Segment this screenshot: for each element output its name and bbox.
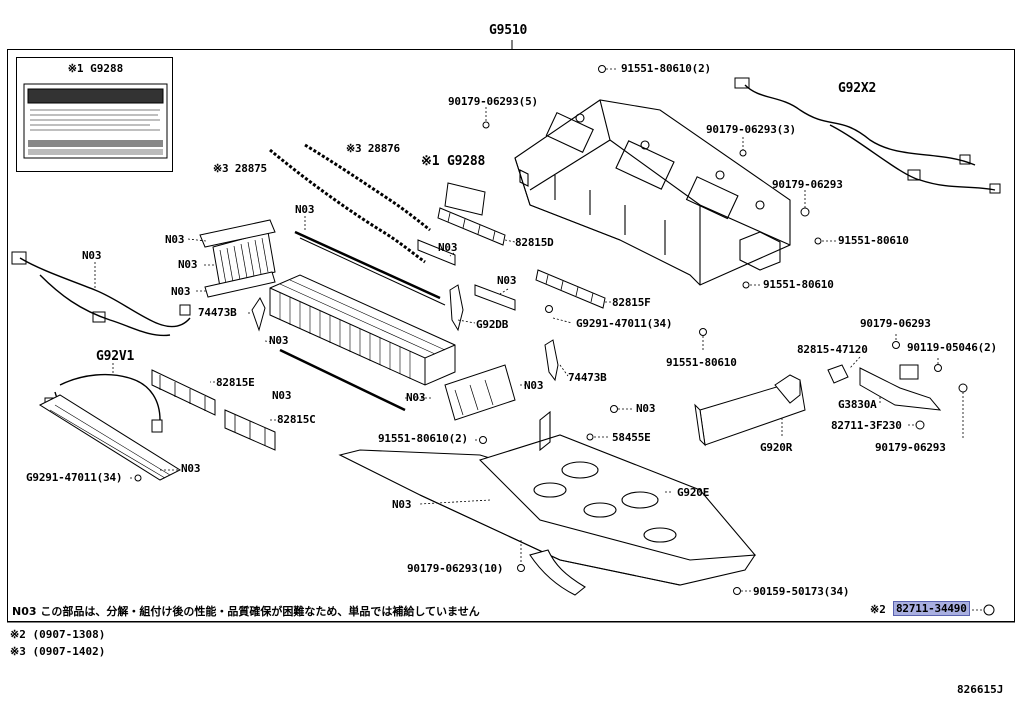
part-callout[interactable]: 82815C [277,413,316,426]
part-callout[interactable]: 74473B [198,306,237,319]
part-callout[interactable]: 58455E [612,431,651,444]
part-callout[interactable]: ※1 G9288 [421,154,486,169]
part-callout[interactable]: N03 [438,241,458,254]
part-callout[interactable]: 74473B [568,371,607,384]
part-callout[interactable]: N03 [392,498,412,511]
part-callout[interactable]: G9291-47011(34) [576,317,673,330]
part-callout[interactable]: N03 [295,203,315,216]
part-callout[interactable]: N03 [171,285,191,298]
diagram-frame [7,49,1015,622]
footnote-1: ※2 (0907-1308) [10,628,106,641]
part-callout[interactable]: 90179-06293(10) [407,562,504,575]
part-callout[interactable]: 90159-50173(34) [753,585,850,598]
label-inset-box: ※1 G9288 [16,57,173,172]
part-callout[interactable]: 82815D [515,236,554,249]
part-callout[interactable]: N03 [165,233,185,246]
label-box-title: ※1 G9288 [67,62,124,75]
bottom-note-code: N03 [12,605,37,618]
part-callout[interactable]: 90179-06293 [860,317,931,330]
part-callout[interactable]: N03 [406,391,426,404]
part-callout[interactable]: N03 [178,258,198,271]
bottom-note-text: この部品は、分解・組付け後の性能・品質確保が困難なため、単品では補給していません [40,605,480,618]
part-callout[interactable]: 82815-47120 [797,343,868,356]
part-callout[interactable]: 91551-80610 [666,356,737,369]
part-callout[interactable]: 90119-05046(2) [907,341,997,354]
part-callout[interactable]: 91551-80610(2) [378,432,468,445]
part-callout[interactable]: G92DB [476,318,509,331]
part-callout[interactable]: G3830A [838,398,877,411]
part-callout[interactable]: 82711-3F230 [831,419,902,432]
part-callout[interactable]: N03 [269,334,289,347]
part-callout[interactable]: G92X2 [838,81,877,96]
bottom-note: N03 この部品は、分解・組付け後の性能・品質確保が困難なため、単品では補給して… [12,603,480,619]
part-callout[interactable]: G920E [677,486,710,499]
part-callout[interactable]: 91551-80610 [763,278,834,291]
part-callout[interactable]: 90179-06293(5) [448,95,538,108]
part-callout[interactable]: N03 [497,274,517,287]
part-callout[interactable]: N03 [524,379,544,392]
part-callout[interactable]: G920R [760,441,793,454]
part-callout[interactable]: 82815E [216,376,255,389]
part-callout[interactable]: N03 [636,402,656,415]
part-callout[interactable]: ※3 28875 [213,162,267,175]
part-callout[interactable]: ※3 28876 [346,142,400,155]
part-callout[interactable]: 91551-80610(2) [621,62,711,75]
part-callout[interactable]: N03 [82,249,102,262]
part-callout[interactable]: 82711-34490 [893,601,970,616]
part-callout[interactable]: N03 [272,389,292,402]
part-callout[interactable]: N03 [181,462,201,475]
star2-mark: ※2 [870,603,886,616]
diagram-id: 826615J [957,683,1004,696]
part-callout[interactable]: G92V1 [96,349,135,364]
footnote-2: ※3 (0907-1402) [10,645,106,658]
part-callout[interactable]: 90179-06293(3) [706,123,796,136]
part-callout[interactable]: 91551-80610 [838,234,909,247]
top-assembly-label[interactable]: G9510 [489,23,528,38]
part-callout[interactable]: 90179-06293 [875,441,946,454]
part-callout[interactable]: 90179-06293 [772,178,843,191]
part-callout[interactable]: G9291-47011(34) [26,471,123,484]
part-callout[interactable]: 82815F [612,296,651,309]
